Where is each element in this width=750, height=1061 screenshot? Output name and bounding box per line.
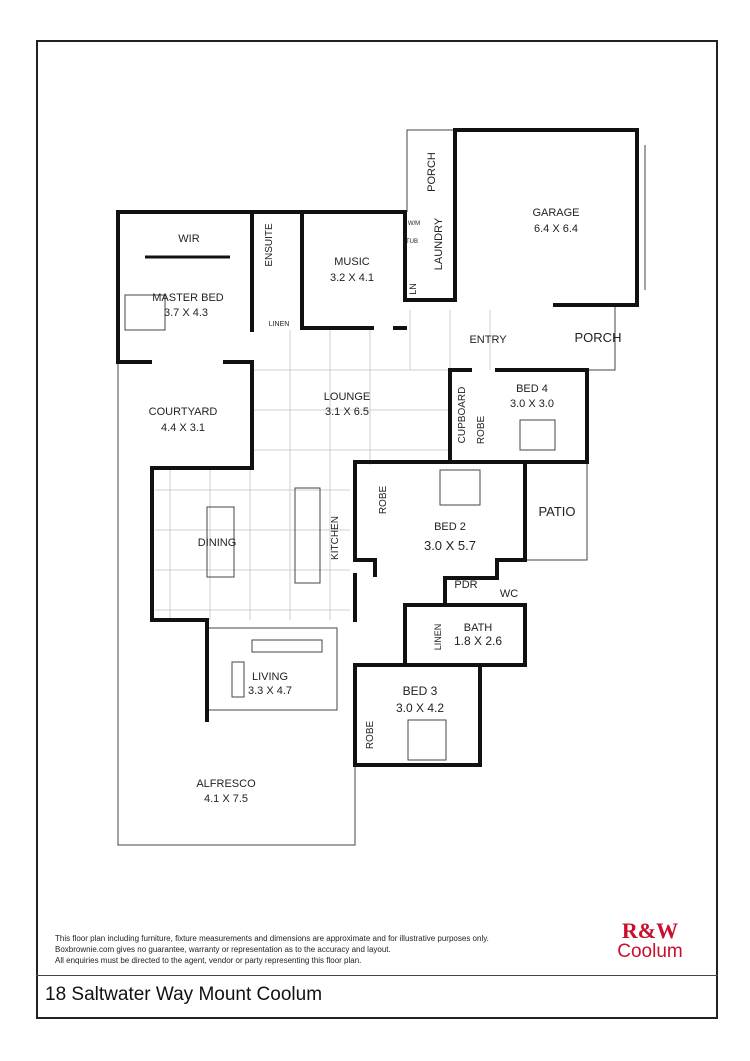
entry-label: ENTRY	[469, 334, 507, 346]
bed2-label: BED 2	[434, 521, 466, 533]
porch-label: PORCH	[575, 330, 622, 345]
disclaimer: This floor plan including furniture, fix…	[55, 933, 489, 966]
lounge-size: 3.1 X 6.5	[325, 406, 369, 418]
master-bed-size: 3.7 X 4.3	[164, 307, 208, 319]
living-label: LIVING	[252, 671, 288, 683]
disclaimer-line: Boxbrownie.com gives no guarantee, warra…	[55, 945, 391, 954]
music-size: 3.2 X 4.1	[330, 272, 374, 284]
disclaimer-line: This floor plan including furniture, fix…	[55, 934, 489, 943]
pdr-label: PDR	[454, 579, 477, 591]
courtyard-size: 4.4 X 3.1	[161, 422, 205, 434]
courtyard-label: COURTYARD	[149, 406, 218, 418]
divider	[36, 975, 718, 976]
ensuite-label: ENSUITE	[264, 223, 275, 267]
garage-size: 6.4 X 6.4	[534, 223, 578, 235]
wc-label: WC	[500, 588, 518, 600]
bed3-robe-label: ROBE	[365, 721, 376, 750]
furniture	[124, 255, 556, 761]
wm-label: W/M	[408, 221, 420, 227]
property-address: 18 Saltwater Way Mount Coolum	[45, 984, 323, 1005]
bed4-label: BED 4	[516, 383, 548, 395]
disclaimer-line: All enquiries must be directed to the ag…	[55, 956, 362, 965]
kitchen-label: KITCHEN	[330, 516, 341, 560]
bed2-size: 3.0 X 5.7	[424, 538, 476, 553]
linen-label: LINEN	[269, 321, 290, 328]
room-labels: GARAGE 6.4 X 6.4 PORCH PORCH LAUNDRY W/M…	[149, 152, 622, 805]
alfresco-label: ALFRESCO	[196, 778, 256, 790]
bed4-robe-label: ROBE	[476, 416, 487, 445]
music-label: MUSIC	[334, 256, 370, 268]
tile-grid	[155, 310, 491, 620]
ln-label: LN	[408, 283, 418, 295]
page-frame	[36, 40, 718, 1019]
living-size: 3.3 X 4.7	[248, 685, 292, 697]
logo-line2: Coolum	[617, 941, 683, 962]
lounge-label: LOUNGE	[324, 391, 370, 403]
logo-line1: R&W	[621, 918, 679, 943]
agency-logo: R&W Coolum	[612, 920, 688, 962]
porch-top-label: PORCH	[426, 152, 438, 192]
dining-label: DINING	[198, 537, 237, 549]
patio-label: PATIO	[538, 504, 575, 519]
laundry-label: LAUNDRY	[433, 217, 445, 270]
cupboard-label: CUPBOARD	[457, 387, 468, 444]
garage-label: GARAGE	[532, 207, 579, 219]
bath-linen-label: LINEN	[433, 624, 443, 651]
bath-label: BATH	[464, 622, 493, 634]
bath-size: 1.8 X 2.6	[454, 634, 502, 648]
bed2-robe-label: ROBE	[378, 486, 389, 515]
bed3-label: BED 3	[403, 684, 438, 698]
bed3-size: 3.0 X 4.2	[396, 701, 444, 715]
walls	[116, 128, 639, 767]
master-bed-label: MASTER BED	[152, 292, 224, 304]
tub-label: TUB	[406, 239, 418, 245]
bed4-size: 3.0 X 3.0	[510, 398, 554, 410]
wir-label: WIR	[178, 233, 199, 245]
alfresco-size: 4.1 X 7.5	[204, 793, 248, 805]
